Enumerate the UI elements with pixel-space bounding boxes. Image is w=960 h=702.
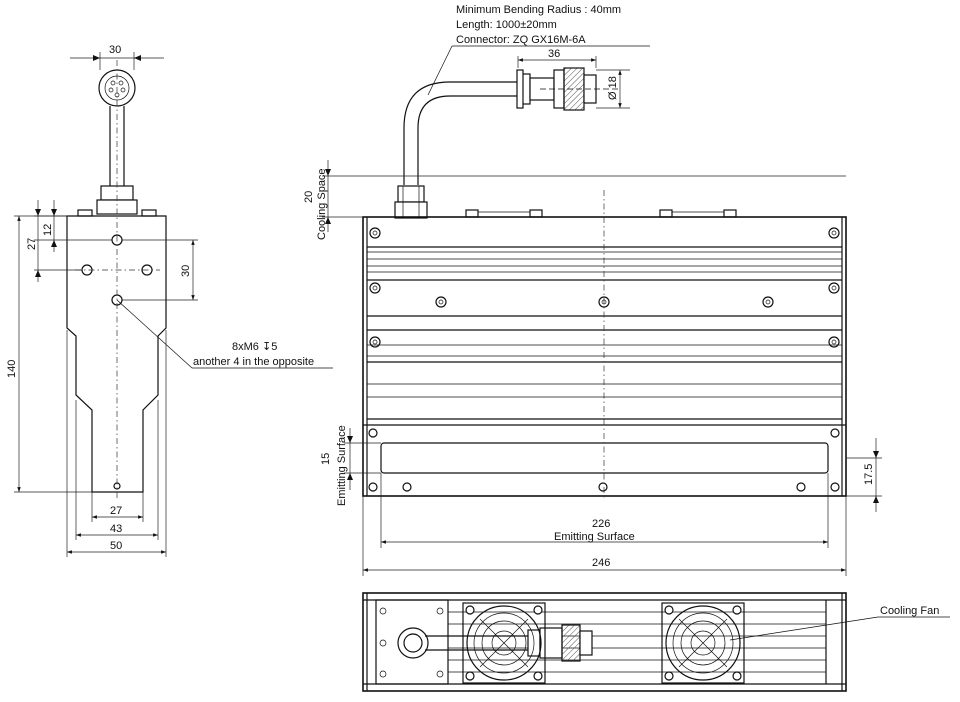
dim-side-top-width: 30 bbox=[109, 44, 121, 56]
cooling-fan-1 bbox=[462, 602, 546, 684]
dim-emitting-width-label: Emitting Surface bbox=[554, 531, 635, 543]
bottom-view: Cooling Fan bbox=[362, 592, 950, 692]
cooling-fan-2 bbox=[661, 602, 745, 684]
dim-side-30: 30 bbox=[180, 265, 192, 277]
hole-note-thread: 8xM6 ↧5 bbox=[232, 341, 277, 353]
dim-side-bottom-50: 50 bbox=[110, 540, 122, 552]
emitting-window bbox=[380, 442, 829, 474]
dim-connector-length: 36 bbox=[548, 48, 560, 60]
dim-right-17-5: 17.5 bbox=[863, 464, 875, 485]
dim-cooling-space-label: Cooling Space bbox=[316, 168, 328, 240]
top-notes: Minimum Bending Radius : 40mm Length: 10… bbox=[427, 4, 650, 96]
side-view: 30 12 27 30 140 8xM6 ↧5 another 4 in the… bbox=[6, 44, 333, 557]
dim-emitting-width: 226 bbox=[592, 518, 610, 530]
label-cooling-fan: Cooling Fan bbox=[880, 605, 939, 617]
note-length: Length: 1000±20mm bbox=[456, 19, 557, 31]
dim-side-27: 27 bbox=[26, 238, 38, 250]
dim-side-bottom-27: 27 bbox=[110, 505, 122, 517]
front-screws bbox=[368, 227, 840, 492]
dim-side-bottom-43: 43 bbox=[110, 523, 122, 535]
front-view: 20 Cooling Space 15 Emitting Surface 17.… bbox=[303, 160, 882, 576]
dim-cooling-space-value: 20 bbox=[303, 191, 315, 203]
dim-emitting-value: 15 bbox=[320, 453, 332, 465]
dim-connector-diameter: Ø 18 bbox=[607, 76, 619, 100]
dim-emitting-label: Emitting Surface bbox=[336, 425, 348, 506]
hole-note-opposite: another 4 in the opposite bbox=[193, 356, 314, 368]
dim-total-width: 246 bbox=[592, 557, 610, 569]
note-connector: Connector: ZQ GX16M-6A bbox=[456, 34, 586, 46]
note-bending-radius: Minimum Bending Radius : 40mm bbox=[456, 4, 621, 16]
bottom-connector-knurl bbox=[561, 624, 581, 662]
cable-assembly: 36 Ø 18 bbox=[394, 48, 630, 219]
dim-side-12: 12 bbox=[42, 224, 54, 236]
dim-side-height: 140 bbox=[6, 360, 18, 378]
